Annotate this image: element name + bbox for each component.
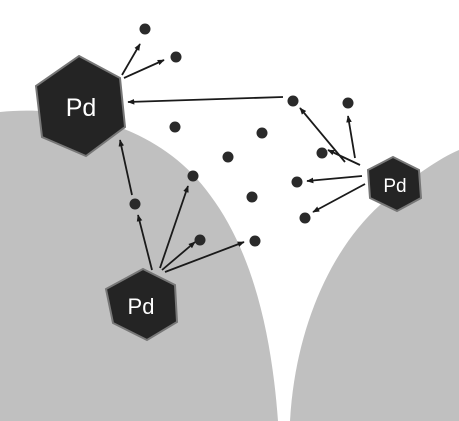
- atom-dot: [342, 97, 354, 109]
- pd-particle-large: Pd: [34, 54, 127, 158]
- pd-particle-right: Pd: [366, 155, 423, 213]
- arrow-right-to-p-mid: [306, 175, 363, 184]
- pd-nanoparticle-hexagon: [366, 155, 423, 213]
- atom-dot: [291, 176, 303, 188]
- arrow-cluster-to-large: [127, 96, 284, 105]
- arrow-bottom-to-p-upper: [159, 185, 189, 269]
- diffusion-arrows: [118, 43, 366, 273]
- support-grain-right: [290, 150, 459, 421]
- pd-label-bottom: Pd: [128, 294, 155, 319]
- pd-label-large: Pd: [66, 94, 97, 122]
- pd-nanoparticle-hexagon: [34, 54, 127, 158]
- arrow-mid-to-large: [118, 139, 133, 196]
- atom-dot: [169, 121, 181, 133]
- arrow-bottom-to-p-right: [164, 241, 245, 273]
- atom-dot: [287, 95, 299, 107]
- atom-dot: [139, 23, 151, 35]
- atom-dot: [256, 127, 268, 139]
- pd-nanoparticle-hexagon: [104, 267, 179, 342]
- arrow-right-to-p-topright: [346, 115, 356, 159]
- pd-label-right: Pd: [383, 176, 406, 197]
- atom-dot: [187, 170, 199, 182]
- arrow-right-to-p-upper: [327, 149, 361, 166]
- atom-particles: [129, 23, 354, 247]
- atom-dot: [129, 198, 141, 210]
- support-grain-left: [0, 110, 278, 421]
- atom-dot: [246, 191, 258, 203]
- arrow-bottom-to-p-mid: [136, 214, 153, 271]
- arrow-right-to-p-top: [299, 107, 346, 163]
- arrow-right-to-p-low: [312, 183, 366, 213]
- arrow-large-to-p2: [123, 59, 165, 79]
- arrow-large-to-p1: [121, 43, 141, 76]
- arrow-bottom-to-p-near: [161, 241, 196, 271]
- atom-dot: [249, 235, 261, 247]
- atom-dot: [222, 151, 234, 163]
- atom-dot: [316, 147, 328, 159]
- atom-dot: [194, 234, 206, 246]
- pd-particle-bottom: Pd: [104, 267, 179, 342]
- atom-dot: [170, 51, 182, 63]
- atom-dot: [299, 212, 311, 224]
